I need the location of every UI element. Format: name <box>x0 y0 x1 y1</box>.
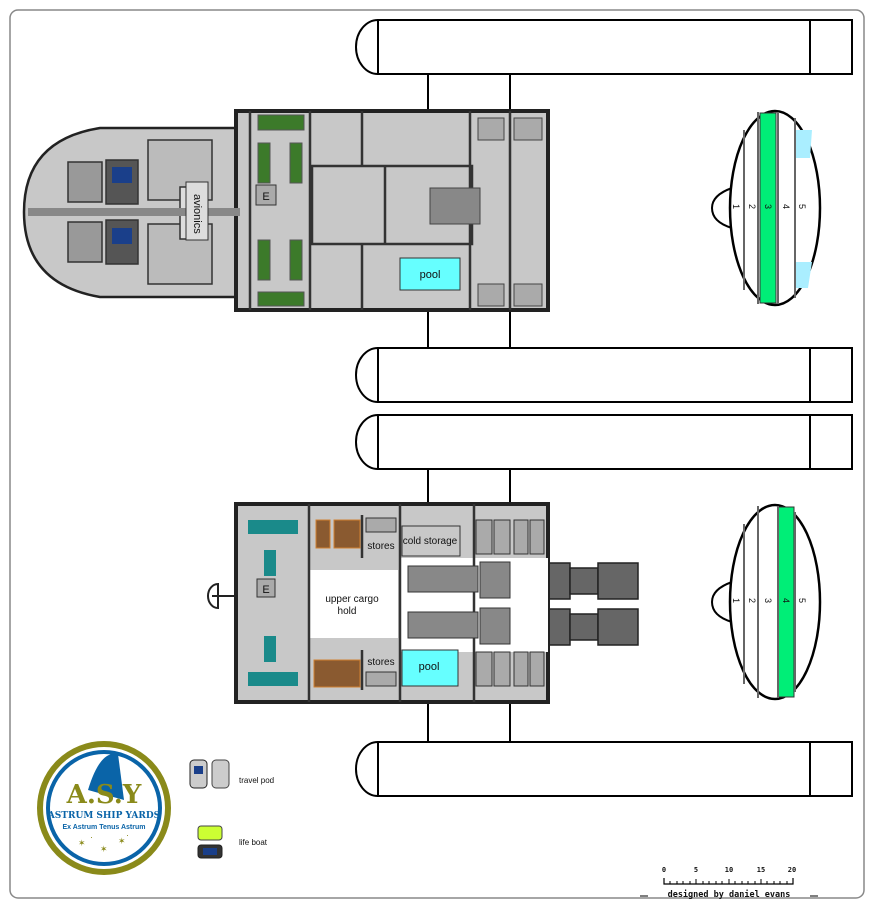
section-top-2: 2 <box>747 204 757 209</box>
travel-pod-label: travel pod <box>239 776 274 785</box>
stores-bottom-label: stores <box>367 657 394 668</box>
designer-credit: designed by daniel evans <box>668 889 791 900</box>
lower-pool <box>401 649 459 687</box>
pontoon-3 <box>355 413 853 471</box>
scale-bar: 0 5 10 15 20 designed by daniel evans <box>640 866 818 900</box>
section-top-3: 3 <box>763 204 773 209</box>
lower-elevator <box>256 578 276 598</box>
life-boat-icon <box>197 825 223 859</box>
pontoon-2 <box>355 346 853 404</box>
cold-storage-label: cold storage <box>403 536 458 547</box>
svg-text:·: · <box>126 830 129 840</box>
section-bottom-1: 1 <box>731 598 741 603</box>
legend: travel pod life boat <box>189 759 274 859</box>
section-bottom-3: 3 <box>763 598 773 603</box>
avionics-label: avionics <box>191 194 203 234</box>
travel-pod-icon <box>189 759 230 789</box>
section-oval-bottom <box>710 503 822 701</box>
pool <box>399 257 461 291</box>
cargo-label-2: hold <box>338 606 357 617</box>
top-deck: E avionics pool <box>22 109 550 312</box>
section-oval-top <box>710 109 822 307</box>
stores-top-label: stores <box>367 541 394 552</box>
section-bottom-4: 4 <box>781 598 791 603</box>
section-bottom-5: 5 <box>797 598 807 603</box>
docking-port <box>207 582 236 610</box>
scale-tick-10: 10 <box>725 866 733 874</box>
section-top-5: 5 <box>797 204 807 209</box>
cargo-hold <box>310 570 398 638</box>
life-boat-label: life boat <box>239 838 268 847</box>
svg-text:✶: ✶ <box>78 838 86 848</box>
section-bottom-2: 2 <box>747 598 757 603</box>
pontoon-4 <box>355 740 853 798</box>
cargo-label-1: upper cargo <box>325 594 379 605</box>
lower-pool-label: pool <box>419 661 440 673</box>
asy-logo: A.S.Y ASTRUM SHIP YARDS Ex Astrum Tenus … <box>37 741 171 875</box>
pontoons <box>355 18 853 798</box>
logo-motto: Ex Astrum Tenus Astrum <box>63 824 146 831</box>
scale-tick-0: 0 <box>662 866 666 874</box>
svg-text:·: · <box>90 832 93 842</box>
lower-deck: E upper cargo hold stores cold storage s… <box>207 502 639 704</box>
main-hull <box>234 109 550 312</box>
section-top-1: 1 <box>731 204 741 209</box>
pontoon-1 <box>355 18 853 76</box>
svg-text:✶: ✶ <box>100 844 108 854</box>
svg-text:✶: ✶ <box>118 836 126 846</box>
lower-elevator-label: E <box>262 584 269 596</box>
logo-initials: A.S.Y <box>66 780 142 810</box>
machinery <box>429 187 481 225</box>
logo-name: ASTRUM SHIP YARDS <box>47 811 160 821</box>
elevator-label: E <box>262 191 269 203</box>
pool-label: pool <box>420 269 441 281</box>
section-top-4: 4 <box>781 204 791 209</box>
scale-tick-5: 5 <box>694 866 698 874</box>
elevator <box>255 184 277 206</box>
struts <box>427 74 511 742</box>
scale-tick-20: 20 <box>788 866 796 874</box>
scale-tick-15: 15 <box>757 866 765 874</box>
